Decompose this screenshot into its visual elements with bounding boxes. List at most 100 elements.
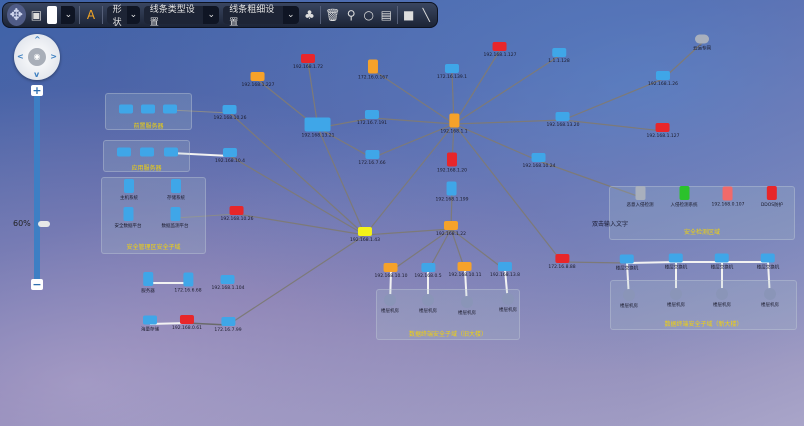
node-host[interactable]: 楼层机房 (419, 294, 437, 314)
node-firewall[interactable]: 192.168.1.43 (350, 227, 380, 243)
node-core-router[interactable]: 192.168.1.1 (440, 113, 468, 135)
zoom-slider-track[interactable] (34, 95, 40, 279)
trash-icon[interactable]: 🗑 (325, 8, 341, 22)
network-link[interactable] (236, 213, 366, 236)
node-host[interactable]: 楼层机房 (761, 288, 779, 308)
node-server[interactable]: 安全数据平台 (115, 207, 142, 229)
node-ids[interactable]: 192.168.0.107 (712, 186, 744, 208)
node-switch[interactable]: 192.168.10.11 (449, 262, 481, 278)
node-firewall[interactable] (164, 147, 178, 159)
network-link[interactable] (453, 123, 540, 162)
node-ids[interactable]: 192.168.1.20 (437, 152, 467, 174)
node-server[interactable]: 主机系统 (120, 179, 138, 201)
node-firewall[interactable]: 192.168.1.127 (647, 123, 679, 139)
network-link[interactable] (229, 155, 366, 236)
node-firewall[interactable] (141, 104, 155, 116)
network-link[interactable] (538, 160, 641, 198)
zoom-slider-handle[interactable] (38, 221, 50, 227)
pan-right-icon[interactable]: > (50, 52, 57, 61)
shape-select[interactable]: 形状⌄ (106, 5, 140, 28)
network-link[interactable] (453, 119, 564, 125)
node-host[interactable]: 楼层机房 (499, 293, 517, 313)
network-link[interactable] (390, 228, 452, 272)
network-link[interactable] (626, 261, 677, 264)
node-router[interactable]: 1.1.1.128 (548, 48, 570, 64)
node-firewall[interactable] (117, 147, 131, 159)
node-ids[interactable]: DDOS防护 (761, 186, 783, 208)
node-router[interactable]: 192.168.10.26 (221, 206, 253, 222)
node-switch[interactable]: 192.168.13.8 (490, 262, 520, 278)
node-router[interactable]: 192.168.1.127 (484, 42, 516, 58)
rectangle-tool-icon[interactable]: ■ (403, 8, 415, 22)
node-storage[interactable]: 海量存储 (141, 315, 159, 333)
network-link[interactable] (317, 127, 373, 159)
node-host[interactable]: 楼层机房 (458, 296, 476, 316)
fill-color-swatch[interactable] (47, 6, 58, 24)
node-firewall[interactable] (119, 104, 133, 116)
network-link[interactable] (317, 127, 366, 236)
node-gateway[interactable]: 192.168.1.26 (648, 71, 678, 87)
node-router[interactable]: 192.168.1.72 (293, 54, 323, 70)
zoom-out-button[interactable]: − (31, 278, 43, 291)
network-link[interactable] (371, 117, 455, 125)
paint-bucket-icon[interactable]: ♣ (304, 8, 315, 22)
text-annotation[interactable]: 双击输入文字 (592, 221, 629, 228)
node-gateway[interactable]: 172.16.7.66 (358, 150, 386, 166)
node-server[interactable]: 服务器 (141, 272, 155, 294)
save-icon[interactable]: ▤ (380, 8, 392, 22)
group-security-management[interactable]: 安全管理区安全子域 (101, 177, 206, 254)
network-link[interactable] (307, 61, 319, 129)
frame-icon[interactable]: ▣ (30, 8, 43, 22)
pan-left-icon[interactable]: < (17, 52, 24, 61)
network-link[interactable] (562, 78, 664, 121)
node-firewall[interactable] (140, 147, 154, 159)
node-server[interactable]: 172.16.0.167 (358, 59, 388, 81)
network-link[interactable] (561, 261, 628, 264)
node-core-switch[interactable]: 192.168.13.21 (302, 117, 334, 139)
move-icon[interactable]: ✥ (7, 4, 26, 26)
line-width-select[interactable]: 线条粗细设置⌄ (223, 5, 299, 28)
network-link[interactable] (364, 123, 455, 236)
node-switch[interactable]: 172.16.139.1 (437, 64, 467, 80)
line-tool-icon[interactable]: ╲ (422, 8, 430, 22)
node-server[interactable]: 存储系统 (167, 179, 185, 201)
node-server[interactable]: 数据监测平台 (162, 207, 189, 229)
node-ids[interactable]: 入侵检测系统 (671, 186, 698, 208)
network-link[interactable] (453, 49, 501, 125)
network-link[interactable] (453, 123, 563, 263)
node-host[interactable]: 楼层机房 (381, 294, 399, 314)
pan-control[interactable]: ^ < > v ◉ (14, 34, 60, 80)
zoom-in-button[interactable]: + (31, 84, 43, 97)
node-host[interactable]: 楼层机房 (667, 288, 685, 308)
node-switch[interactable]: 192.168.10.10 (375, 263, 407, 279)
network-link[interactable] (364, 228, 452, 236)
refresh-icon[interactable]: ○ (363, 8, 374, 22)
node-firewall[interactable]: 192.168.0.61 (172, 315, 202, 331)
pan-up-icon[interactable]: ^ (34, 35, 41, 44)
node-firewall[interactable]: 172.16.8.88 (548, 254, 576, 270)
node-switch[interactable]: 192.168.10.24 (523, 153, 555, 169)
node-gateway[interactable]: 172.16.7.191 (357, 110, 387, 126)
node-host[interactable]: 楼层机房 (620, 289, 638, 309)
node-ids[interactable]: 恶意入侵检测 (627, 186, 654, 208)
node-switch[interactable]: 172.16.7.99 (214, 317, 242, 333)
node-firewall[interactable]: 192.168.1.227 (242, 72, 274, 88)
network-link[interactable] (174, 213, 238, 219)
reset-view-icon[interactable]: ◉ (28, 48, 46, 66)
network-link[interactable] (170, 152, 231, 157)
node-cloud[interactable]: 云运专网 (693, 34, 711, 52)
pan-down-icon[interactable]: v (34, 70, 40, 79)
network-link[interactable] (372, 69, 455, 125)
node-switch[interactable]: 192.168.13.20 (547, 112, 579, 128)
node-switch[interactable]: 192.168.1.22 (436, 221, 466, 237)
node-switch[interactable]: 192.168.1.104 (212, 275, 244, 291)
node-switch[interactable]: 192.168.0.5 (414, 263, 442, 279)
network-link[interactable] (169, 109, 231, 114)
group-terminal-old-building[interactable]: 数据终端安全子域（旧大楼） (376, 289, 520, 340)
network-link[interactable] (450, 228, 506, 271)
node-switch[interactable]: 楼层交换机 (665, 253, 687, 271)
node-router[interactable]: 192.168.10.4 (215, 148, 245, 164)
network-link[interactable] (371, 123, 455, 159)
node-router[interactable]: 192.168.10.26 (214, 105, 246, 121)
font-icon[interactable]: A (86, 8, 96, 22)
